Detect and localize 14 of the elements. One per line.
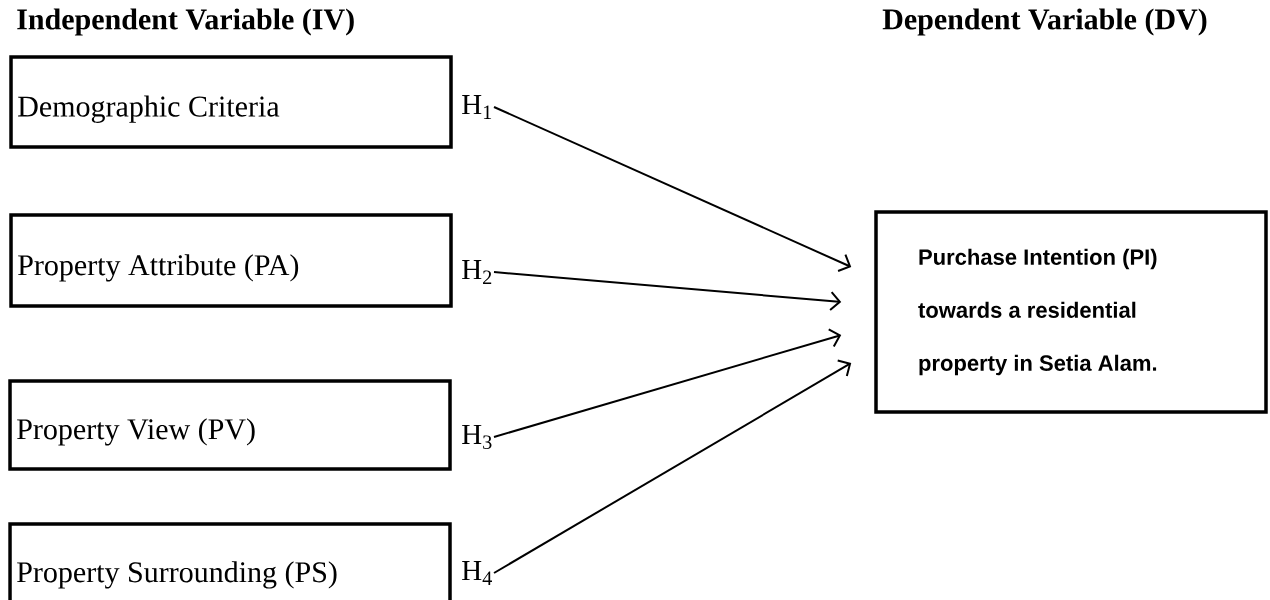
hypothesis-label: H$_{1}$ — [462, 95, 492, 119]
arrow — [493, 271, 842, 312]
arrow — [493, 328, 842, 438]
variable-box: Property View (PV) — [8, 379, 452, 471]
dependent-variable-box: Purchase Intention (PI) towards a residential property in Setia Alam. — [874, 210, 1268, 414]
variable-box: Demographic Criteria — [9, 55, 453, 149]
arrow — [493, 359, 852, 574]
hypothesis-label: H$_{2}$ — [462, 260, 492, 284]
arrow — [493, 106, 852, 272]
hypothesis-label: H$_{4}$ — [462, 561, 492, 585]
variable-box: Property Attribute (PA) — [9, 213, 453, 308]
hypothesis-label: H$_{3}$ — [462, 424, 492, 450]
heading: Dependent Variable (DV) — [882, 8, 1207, 36]
variable-box: Property Surrounding (PS) — [8, 522, 452, 600]
